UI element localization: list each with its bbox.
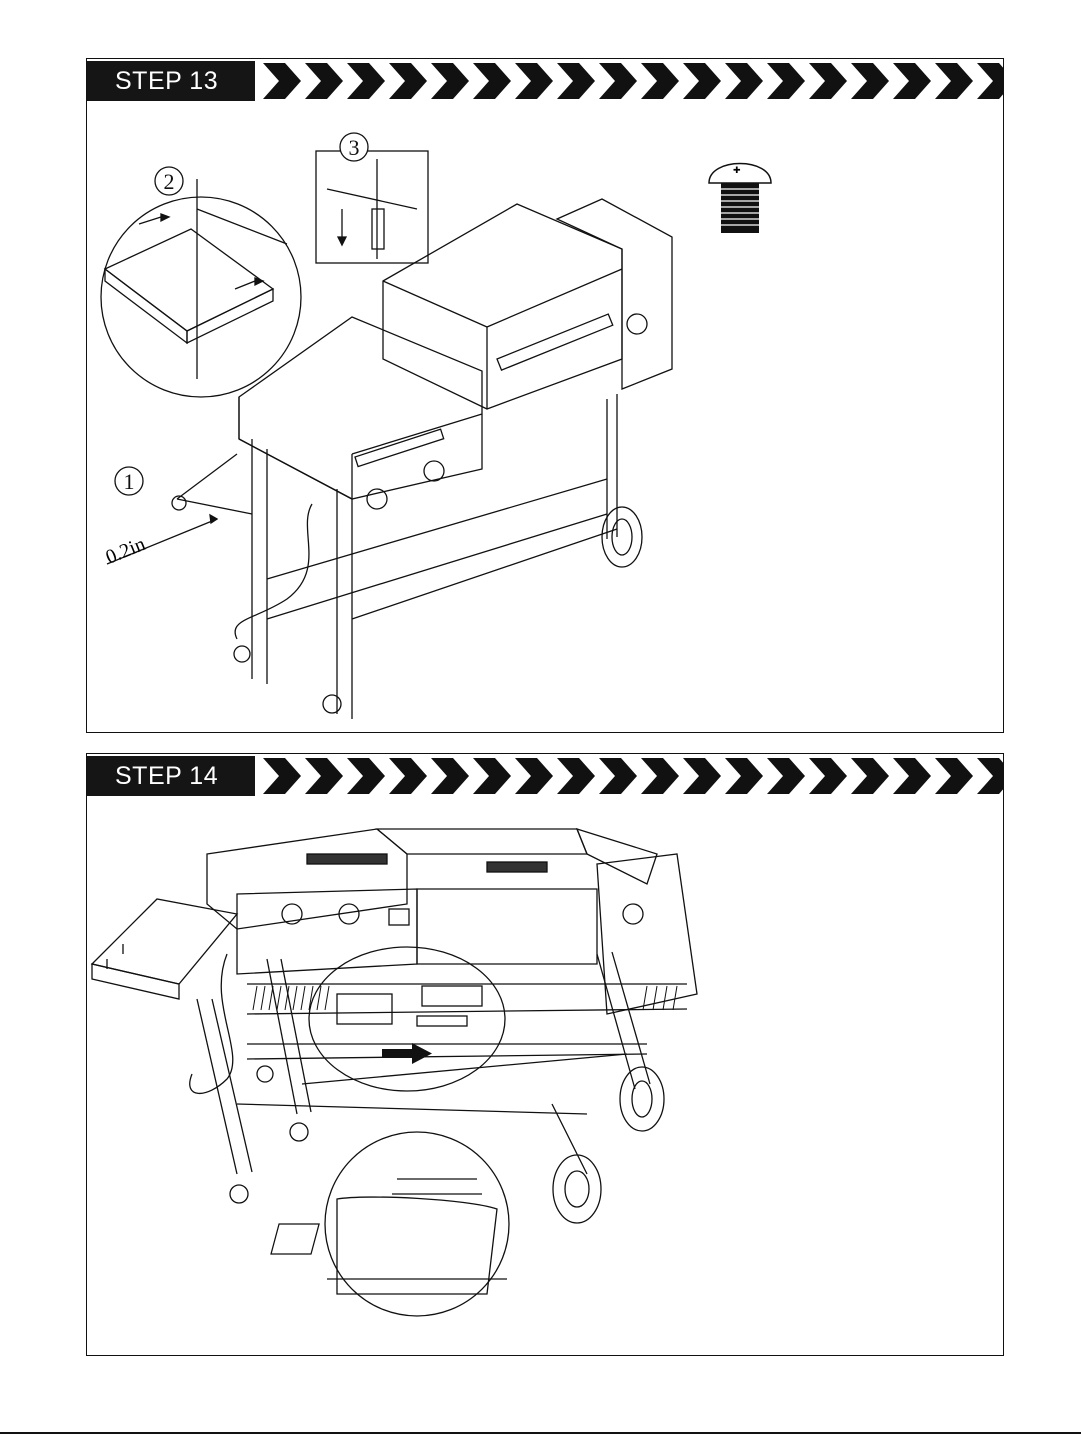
svg-text:✚: ✚	[733, 165, 741, 175]
detail-circle-zoom	[325, 1132, 509, 1316]
callout-2: 2	[164, 169, 175, 194]
screw-icon: ✚	[709, 164, 771, 234]
callout-3: 3	[349, 135, 360, 160]
step-14-illustration	[87, 754, 1004, 1356]
step-14-panel: STEP 14	[86, 753, 1004, 1356]
step-13-illustration: ✚ 2 3 1 0.2in	[87, 59, 1004, 733]
callout-1: 1	[124, 469, 135, 494]
measurement-label: 0.2in	[103, 533, 149, 569]
step-13-panel: STEP 13	[86, 58, 1004, 733]
arrow-right-icon	[382, 1043, 432, 1064]
detail-circle-2	[101, 197, 301, 397]
page-bottom-rule	[0, 1432, 1081, 1434]
